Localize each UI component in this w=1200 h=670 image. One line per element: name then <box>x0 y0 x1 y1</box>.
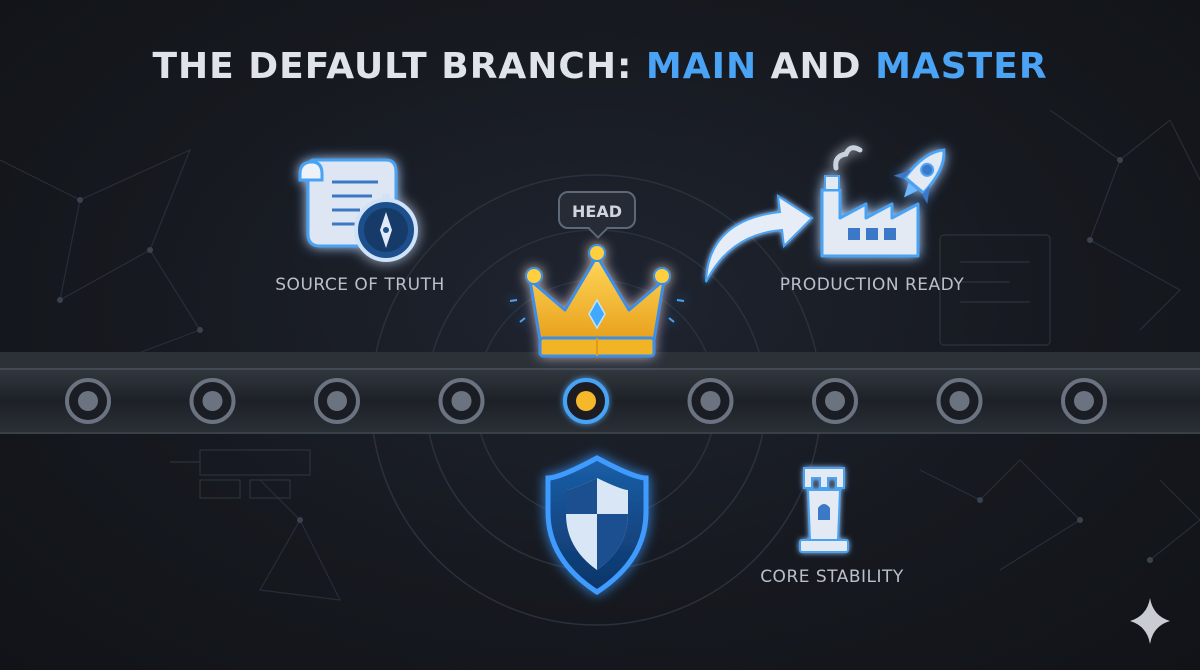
commit-node <box>314 378 360 424</box>
title-prefix: THE DEFAULT BRANCH: <box>152 46 646 87</box>
source-of-truth-label: SOURCE OF TRUTH <box>275 275 444 295</box>
head-commit-node <box>563 378 609 424</box>
production-ready-label: PRODUCTION READY <box>780 275 965 295</box>
title-accent-main: MAIN <box>645 46 758 87</box>
commit-node <box>687 378 734 424</box>
page-title: THE DEFAULT BRANCH: MAIN AND MASTER <box>0 46 1200 87</box>
crown-icon <box>509 244 685 358</box>
background-nodes <box>57 157 1153 563</box>
commit-nodes <box>65 378 1107 424</box>
title-middle: AND <box>757 46 876 87</box>
background-network <box>0 109 1200 601</box>
commit-node <box>65 378 111 424</box>
castle-tower-icon <box>799 467 849 553</box>
scroll-compass-icon <box>298 158 418 262</box>
commit-node <box>812 378 858 424</box>
core-stability-label: CORE STABILITY <box>760 567 904 587</box>
rocket-icon <box>893 148 946 204</box>
head-badge: HEAD <box>558 191 636 229</box>
title-accent-master: MASTER <box>875 46 1048 87</box>
arrow-icon <box>705 193 814 283</box>
commit-node <box>936 378 983 424</box>
background-panels <box>170 234 1051 499</box>
commit-node <box>189 378 236 424</box>
commit-node <box>438 378 485 424</box>
factory-icon <box>820 145 920 258</box>
shield-icon <box>545 455 649 595</box>
commit-node <box>1061 378 1107 424</box>
sparkle-icon <box>1130 598 1170 644</box>
